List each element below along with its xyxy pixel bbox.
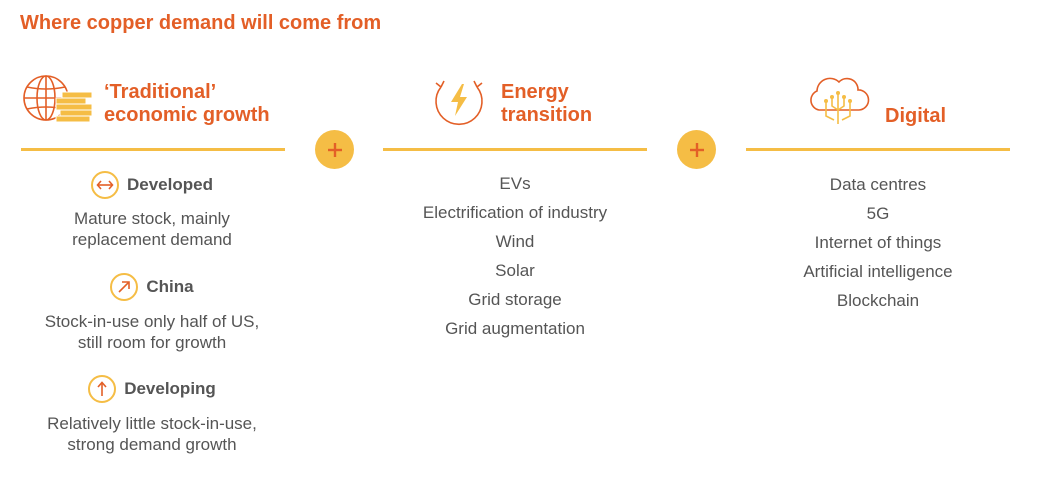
column-heading-digital: Digital bbox=[885, 105, 947, 127]
segment-developing: Developing bbox=[21, 375, 283, 403]
divider-traditional bbox=[21, 148, 285, 151]
diagonal-up-arrow-icon bbox=[110, 273, 139, 301]
segment-description: Stock-in-use only half of US, still room… bbox=[44, 312, 260, 352]
column-heading-energy: Energy transition bbox=[501, 81, 593, 126]
left-right-arrow-icon bbox=[91, 171, 119, 199]
list-item: Grid storage bbox=[468, 290, 562, 309]
divider-digital bbox=[746, 148, 1010, 151]
lightning-bolt-icon bbox=[435, 80, 483, 126]
column-heading-traditional: ‘Traditional’ economic growth bbox=[104, 81, 270, 126]
segment-label: Developing bbox=[124, 379, 216, 398]
segment-china: China bbox=[21, 273, 283, 301]
page-title: Where copper demand will come from bbox=[20, 12, 382, 34]
divider-energy bbox=[383, 148, 647, 151]
list-item: Blockchain bbox=[836, 291, 920, 310]
digital-list: Data centres 5G Internet of things Artif… bbox=[746, 170, 1010, 315]
list-item: Grid augmentation bbox=[445, 319, 585, 338]
plus-icon bbox=[315, 130, 354, 169]
list-item: EVs bbox=[499, 174, 531, 193]
list-item: Artificial intelligence bbox=[803, 262, 953, 281]
list-item: 5G bbox=[866, 204, 890, 223]
list-item: Solar bbox=[495, 261, 535, 280]
segment-label: China bbox=[146, 277, 194, 296]
segment-description: Relatively little stock-in-use, strong d… bbox=[47, 414, 257, 454]
list-item: Wind bbox=[495, 232, 535, 251]
energy-list: EVs Electrification of industry Wind Sol… bbox=[383, 169, 647, 343]
list-item: Data centres bbox=[829, 175, 927, 194]
segment-developed: Developed bbox=[21, 171, 283, 199]
segment-label: Developed bbox=[127, 175, 213, 194]
up-arrow-icon bbox=[88, 375, 117, 403]
globe-coins-icon bbox=[23, 75, 93, 123]
plus-icon bbox=[677, 130, 716, 169]
list-item: Electrification of industry bbox=[422, 203, 608, 222]
segment-description: Mature stock, mainly replacement demand bbox=[72, 209, 232, 249]
list-item: Internet of things bbox=[814, 233, 942, 252]
cloud-circuit-icon bbox=[810, 77, 870, 124]
